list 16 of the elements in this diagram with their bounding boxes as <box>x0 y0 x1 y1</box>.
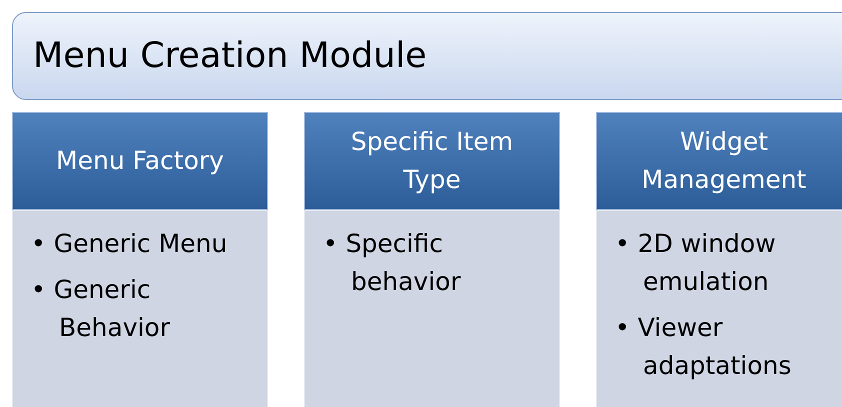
bullet-item: • Specific behavior <box>323 228 462 298</box>
column-header <box>596 112 842 210</box>
header-text: Menu Factory <box>56 145 224 177</box>
module-title: Menu Creation Module <box>33 36 427 76</box>
bullet-item: • Generic Behavior <box>31 274 172 344</box>
content-panel <box>12 210 268 407</box>
bullet-item: • 2D window emulation <box>615 228 777 298</box>
module-banner <box>12 12 842 100</box>
header-text: Widget Management <box>640 126 808 196</box>
content-panel <box>596 210 842 407</box>
bullet-item: • Viewer adaptations <box>615 312 792 382</box>
bullet-item: • Generic Menu <box>31 228 228 260</box>
header-text: Specific Item Type <box>350 126 514 196</box>
content-panel <box>304 210 560 407</box>
column-header <box>12 112 268 210</box>
column-header <box>304 112 560 210</box>
